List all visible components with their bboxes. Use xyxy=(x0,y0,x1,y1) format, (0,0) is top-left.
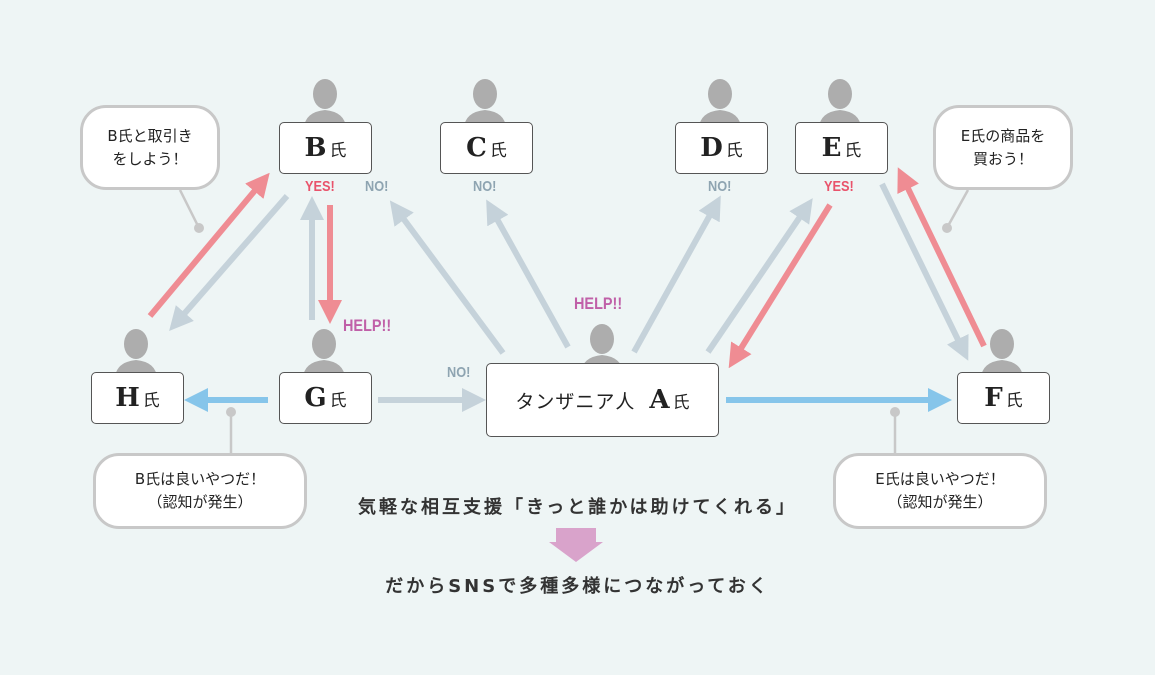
bubble-b-good: B氏は良いやつだ！ （認知が発生） xyxy=(93,453,307,529)
no-label-c: NO! xyxy=(473,178,497,195)
node-suffix: 氏 xyxy=(329,390,347,411)
node-suffix: 氏 xyxy=(844,140,862,161)
bubble-line: B氏と取引き xyxy=(107,126,193,145)
bubble-line: （認知が発生） xyxy=(147,493,253,511)
arrow-f-to-e xyxy=(897,167,987,348)
bubble-pointer-b-trade xyxy=(178,189,204,233)
arrow-a-to-b xyxy=(389,200,506,355)
arrow-a-to-c xyxy=(486,199,571,349)
arrow-a-to-d xyxy=(631,195,721,354)
bubble-line: 買おう！ xyxy=(972,149,1033,168)
yes-label-b: YES! xyxy=(305,178,335,195)
person-icon xyxy=(819,79,861,128)
node-suffix: 氏 xyxy=(329,140,347,161)
node-prefix: タンザニア人 xyxy=(515,390,636,413)
bubble-b-trade: B氏と取引き をしよう！ xyxy=(80,105,220,190)
yes-label-e: YES! xyxy=(824,178,854,195)
bubble-line: E氏は良いやつだ！ xyxy=(875,470,1005,488)
no-label-b: NO! xyxy=(365,178,389,195)
caption-main: 気軽な相互支援「きっと誰かは助けてくれる」 xyxy=(357,497,798,518)
arrow-b-to-h xyxy=(169,194,290,332)
bubble-pointer-e-good xyxy=(890,407,900,456)
node-suffix: 氏 xyxy=(1005,390,1023,411)
node-letter: B xyxy=(304,133,327,163)
node-suffix: 氏 xyxy=(672,392,690,413)
node-suffix: 氏 xyxy=(142,390,160,411)
bubble-line: （認知が発生） xyxy=(887,493,993,511)
node-suffix: 氏 xyxy=(489,140,507,161)
person-icon xyxy=(115,329,157,378)
person-icon xyxy=(699,79,741,128)
help-label-g: HELP!! xyxy=(343,316,392,335)
node-letter: F xyxy=(984,383,1003,413)
node-suffix: 氏 xyxy=(725,140,743,161)
arrow-a-to-e xyxy=(705,198,813,354)
node-letter: C xyxy=(466,133,487,163)
bubble-e-good: E氏は良いやつだ！ （認知が発生） xyxy=(833,453,1047,529)
node-letter: A xyxy=(649,385,670,415)
down-arrow-icon xyxy=(549,528,603,562)
arrow-h-to-b xyxy=(147,172,270,318)
person-icon xyxy=(303,329,345,378)
bubble-pointer-b-good xyxy=(226,407,236,456)
node-letter: G xyxy=(304,383,327,413)
person-icon xyxy=(304,79,346,128)
caption-conclusion: だからSNSで多種多様につながっておく xyxy=(385,576,770,597)
bubble-pointer-e-buy xyxy=(942,189,970,233)
arrow-e-to-f xyxy=(879,182,969,361)
help-label-a: HELP!! xyxy=(574,294,623,313)
no-label-g-to-a: NO! xyxy=(447,364,471,381)
node-letter: D xyxy=(700,133,723,163)
node-letter: E xyxy=(821,133,842,163)
bubble-line: B氏は良いやつだ！ xyxy=(134,470,266,488)
person-icon xyxy=(464,79,506,128)
no-label-d: NO! xyxy=(708,178,732,195)
arrow-e-to-a xyxy=(728,203,833,369)
node-letter: H xyxy=(115,383,140,413)
person-icon xyxy=(981,329,1023,378)
bubble-line: をしよう！ xyxy=(112,149,188,168)
bubble-line: E氏の商品を xyxy=(960,126,1046,145)
bubble-e-buy: E氏の商品を 買おう！ xyxy=(933,105,1073,190)
